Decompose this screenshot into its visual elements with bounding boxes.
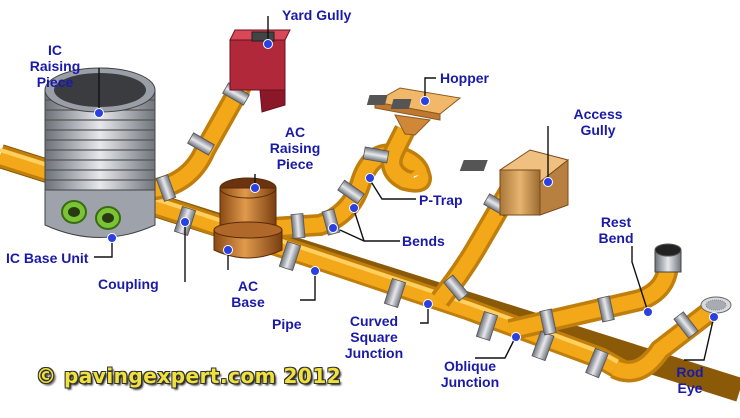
marker-dot bbox=[94, 108, 104, 118]
marker-dot bbox=[223, 245, 233, 255]
label-line: Access bbox=[573, 106, 623, 122]
rod-eye bbox=[700, 296, 732, 314]
label-coupling: Coupling bbox=[98, 276, 159, 292]
leader-lines bbox=[94, 16, 715, 361]
label-ac-base: AC Base bbox=[223, 278, 273, 310]
marker-dot bbox=[328, 223, 338, 233]
label-ac-raising-piece: AC Raising Piece bbox=[260, 124, 330, 172]
label-line: Bend bbox=[598, 230, 634, 246]
coupling bbox=[155, 174, 177, 202]
label-line: Junction bbox=[344, 345, 404, 361]
coupling bbox=[337, 179, 365, 205]
coupling bbox=[290, 213, 306, 239]
coupling bbox=[597, 295, 615, 323]
marker-dot bbox=[709, 312, 719, 322]
label-line: Junction bbox=[440, 374, 500, 390]
label-line: Raising bbox=[29, 58, 81, 74]
yard-gully bbox=[229, 29, 291, 113]
label-line: IC bbox=[48, 42, 62, 58]
label-p-trap: P-Trap bbox=[419, 192, 463, 208]
marker-dot bbox=[310, 266, 320, 276]
label-line: Raising bbox=[269, 140, 321, 156]
coupling bbox=[383, 277, 407, 309]
label-line: Rod bbox=[676, 364, 704, 380]
coupling bbox=[187, 132, 215, 156]
label-line: AC bbox=[237, 278, 259, 294]
label-line: Gully bbox=[580, 122, 616, 138]
label-bends: Bends bbox=[402, 233, 445, 249]
marker-dot bbox=[543, 177, 553, 187]
label-rod-eye: Rod Eye bbox=[668, 364, 712, 396]
label-curved-square-junction: Curved Square Junction bbox=[334, 313, 414, 361]
label-yard-gully: Yard Gully bbox=[282, 7, 352, 23]
label-line: Square bbox=[350, 329, 398, 345]
marker-dot bbox=[349, 203, 359, 213]
coupling bbox=[673, 311, 699, 339]
coupling bbox=[475, 310, 499, 342]
marker-dot bbox=[107, 233, 117, 243]
hopper bbox=[366, 87, 462, 136]
label-hopper: Hopper bbox=[440, 70, 489, 86]
marker-dot bbox=[423, 299, 433, 309]
marker-dot bbox=[263, 39, 273, 49]
label-line: Curved bbox=[349, 313, 399, 329]
label-ic-raising-piece: IC Raising Piece bbox=[23, 42, 87, 90]
marker-dot bbox=[420, 96, 430, 106]
coupling bbox=[539, 308, 557, 336]
label-rest-bend: Rest Bend bbox=[590, 214, 642, 246]
label-line: Eye bbox=[677, 380, 703, 396]
label-line: Piece bbox=[276, 156, 314, 172]
label-access-gully: Access Gully bbox=[566, 106, 630, 138]
marker-dot bbox=[365, 173, 375, 183]
label-line: Piece bbox=[36, 74, 74, 90]
marker-dot bbox=[511, 332, 521, 342]
coupling bbox=[443, 274, 469, 302]
marker-dot bbox=[180, 217, 190, 227]
label-line: Base bbox=[231, 294, 265, 310]
marker-dot bbox=[643, 307, 653, 317]
ic-chamber bbox=[44, 67, 156, 238]
coupling bbox=[278, 240, 302, 272]
coupling bbox=[585, 347, 609, 379]
label-oblique-junction: Oblique Junction bbox=[432, 358, 508, 390]
coupling bbox=[362, 146, 390, 164]
label-line: AC bbox=[284, 124, 306, 140]
access-gully bbox=[459, 149, 570, 216]
label-line: Rest bbox=[600, 214, 632, 230]
ac-unit bbox=[213, 177, 283, 259]
rest-bend-top bbox=[654, 243, 682, 273]
marker-dot bbox=[250, 183, 260, 193]
label-line: Oblique bbox=[443, 358, 497, 374]
label-pipe: Pipe bbox=[272, 316, 302, 332]
copyright-text: © pavingexpert.com 2012 bbox=[36, 364, 342, 388]
marker-dots bbox=[94, 39, 719, 342]
label-ic-base-unit: IC Base Unit bbox=[6, 250, 89, 266]
